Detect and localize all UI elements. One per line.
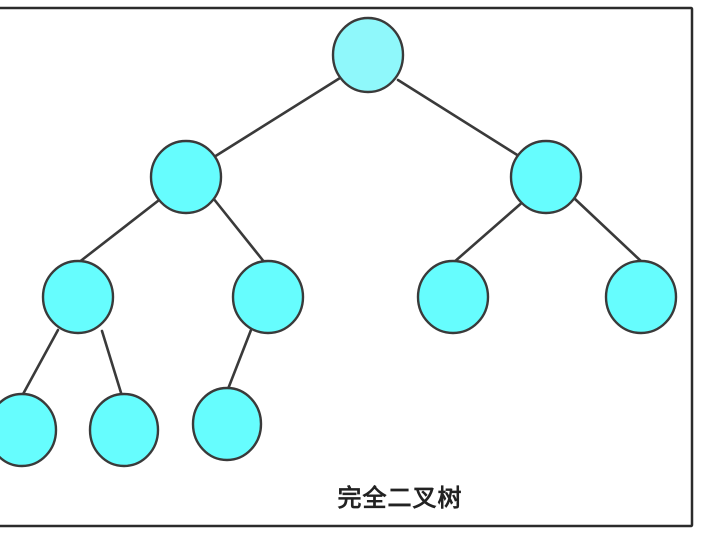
tree-node-level3-2: [88, 392, 160, 468]
edge-n1-n3: [396, 78, 524, 160]
tree-node-level2-1: [41, 259, 115, 335]
edge-n3-n6: [451, 198, 527, 265]
tree-node-level1-right: [509, 139, 583, 215]
diagram-frame: [0, 6, 694, 528]
tree-node-level2-3: [416, 259, 490, 335]
edge-n2-n5: [211, 196, 267, 265]
edge-n5-n10: [226, 328, 253, 391]
tree-node-level3-1: [0, 392, 58, 468]
tree-node-level2-2: [231, 259, 305, 335]
tree-edges: [20, 76, 645, 398]
edge-n4-n9: [100, 329, 124, 398]
edge-n1-n2: [212, 76, 342, 159]
edge-n2-n4: [76, 195, 165, 265]
edge-n4-n8: [20, 328, 60, 398]
tree-node-level2-4: [604, 259, 678, 335]
tree-nodes: [0, 16, 678, 468]
tree-node-level3-3: [191, 386, 263, 462]
diagram-caption: 完全二叉树: [337, 484, 463, 512]
tree-node-level1-left: [149, 139, 223, 215]
edge-n3-n7: [573, 197, 645, 265]
tree-node-root: [331, 16, 405, 94]
